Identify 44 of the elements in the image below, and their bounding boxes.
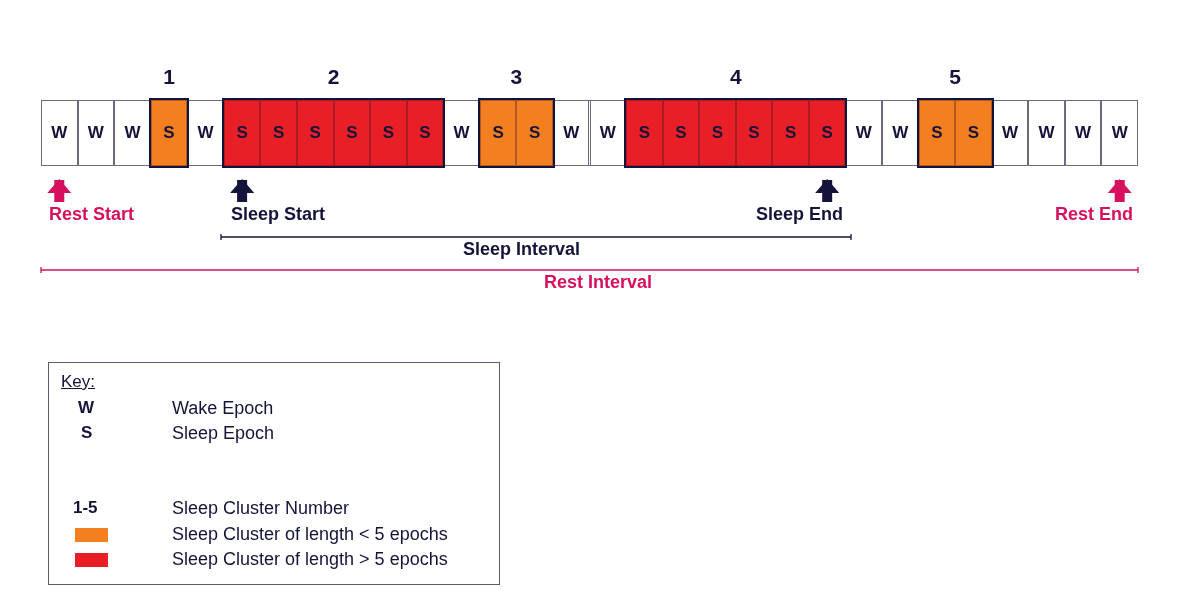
sleep-epoch-cell: S	[735, 100, 773, 166]
epoch-cell: W	[77, 100, 115, 166]
sleep-epoch-cell: S	[626, 100, 663, 166]
marker-label: Rest Start	[49, 204, 135, 225]
sleep-epoch-cell: S	[296, 100, 334, 166]
legend-symbol: 1-5	[73, 498, 98, 518]
arrow	[47, 179, 72, 202]
sleep-epoch-cell: S	[479, 100, 517, 166]
marker-label: Rest End	[1055, 204, 1133, 225]
arrow	[230, 179, 255, 202]
sleep-epoch-cell: S	[918, 100, 956, 166]
sleep-epoch-cell: S	[808, 100, 846, 166]
legend-heading: Key:	[61, 372, 96, 392]
cluster-number: 4	[729, 64, 742, 90]
sleep-epoch-cell: S	[516, 100, 553, 166]
epoch-cell: W	[1064, 100, 1102, 166]
interval-label: Sleep Interval	[463, 239, 581, 260]
sleep-epoch-cell: S	[260, 100, 297, 166]
cluster-number: 3	[510, 64, 523, 90]
sleep-epoch-cell: S	[772, 100, 809, 166]
legend-symbol: S	[81, 423, 93, 443]
sleep-epoch-cell: S	[955, 100, 992, 166]
sleep-epoch-cell: S	[662, 100, 700, 166]
sleep-epoch-cell: S	[370, 100, 407, 166]
sleep-epoch-cell: S	[150, 100, 188, 166]
cluster-number: 5	[949, 64, 961, 90]
legend-text: Sleep Cluster of length > 5 epochs	[172, 549, 448, 570]
cluster-number: 2	[327, 64, 340, 90]
legend-text: Sleep Epoch	[172, 423, 275, 444]
epoch-cell: W	[1028, 100, 1065, 166]
marker-label: Sleep Start	[231, 204, 326, 225]
sleep-epoch-cell: S	[699, 100, 736, 166]
arrow	[1107, 179, 1132, 202]
sleep-epoch-cell: S	[333, 100, 371, 166]
legend-symbol: W	[78, 398, 95, 418]
sleep-epoch-cell: S	[406, 100, 444, 166]
legend-text: Sleep Cluster Number	[172, 498, 350, 519]
sleep-epoch-cell: S	[223, 100, 261, 166]
marker-label: Sleep End	[755, 204, 843, 225]
cluster-number: 1	[163, 64, 175, 90]
arrow	[815, 179, 840, 202]
legend-text: Sleep Cluster of length < 5 epochs	[172, 524, 448, 545]
interval-label: Rest Interval	[544, 272, 653, 293]
legend-text: Wake Epoch	[172, 398, 274, 419]
